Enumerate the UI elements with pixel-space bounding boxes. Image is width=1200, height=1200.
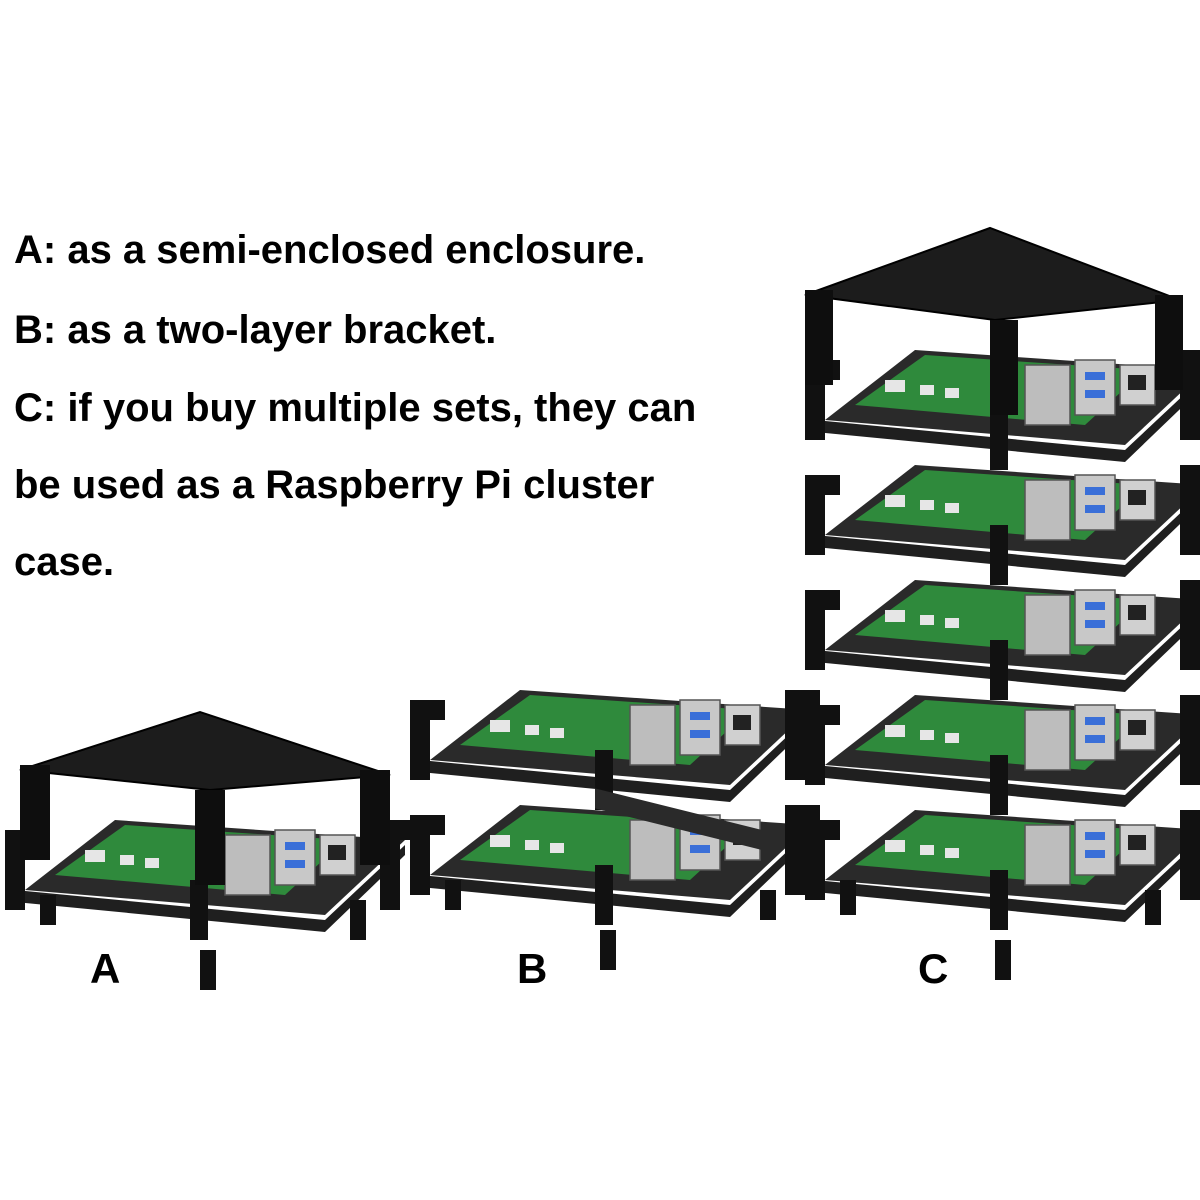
label-b: B (517, 945, 548, 992)
caption-line-c: C: if you buy multiple sets, they can (14, 386, 697, 430)
assembly-b (409, 689, 821, 970)
caption-line-a: A: as a semi-enclosed enclosure. (14, 228, 646, 272)
assembly-c (804, 226, 1200, 980)
label-c: C (918, 945, 949, 992)
label-a: A (90, 945, 121, 992)
caption-line-c-cont: be used as a Raspberry Pi cluster (14, 463, 655, 507)
caption-line-c-end: case. (14, 540, 115, 584)
caption-line-b: B: as a two-layer bracket. (14, 308, 497, 352)
assembly-a (4, 710, 416, 990)
